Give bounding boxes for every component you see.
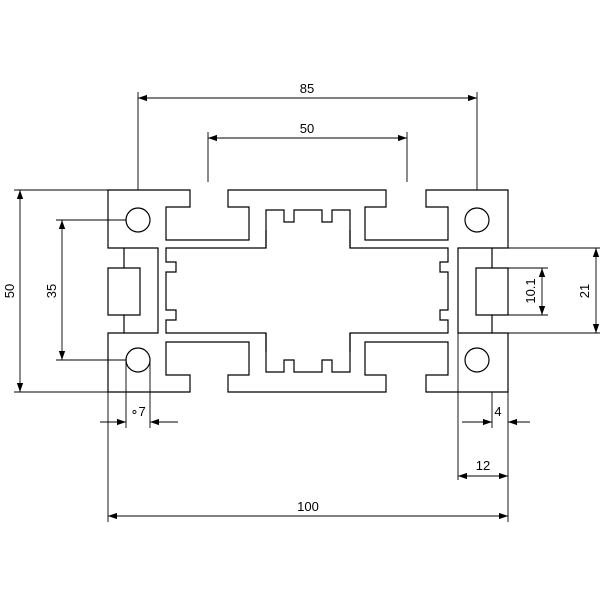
dim-10-1-label: 10.1 [523,278,538,303]
dimension-4: 4 [462,404,530,426]
dim-85-label: 85 [300,81,314,96]
dim-21-label: 21 [577,284,592,298]
dimension-50-horizontal: 50 [208,121,407,142]
profile-right-slot [457,247,492,334]
dimension-21: 21 [577,248,600,333]
mounting-holes [125,207,490,373]
hole-top-right [464,207,490,233]
dim-50-horizontal-label: 50 [300,121,314,136]
dim-4-label: 4 [494,404,501,419]
hole-bottom-left [125,347,151,373]
profile-center-cavity [165,209,449,373]
dim-35-label: 35 [44,284,59,298]
dim-12-label: 12 [476,458,490,473]
dimension-50-vertical: 50 [2,190,24,392]
dimension-85: 85 [138,81,477,102]
dimension-35: 35 [44,220,66,360]
extension-lines [14,92,600,522]
dim-100-label: 100 [297,499,319,514]
profile-left-slot [124,247,159,334]
dim-50-vertical-label: 50 [2,284,17,298]
hole-top-left [125,207,151,233]
dimension-diameter-7: ∘7 [100,404,178,426]
dimension-12: 12 [458,458,508,480]
dimension-100: 100 [108,499,508,520]
dimension-10-1: 10.1 [523,268,546,315]
profile-center-web [265,230,351,352]
dim-diameter-7-label: ∘7 [130,404,145,419]
hole-bottom-right [464,347,490,373]
profile-outline [107,189,509,393]
